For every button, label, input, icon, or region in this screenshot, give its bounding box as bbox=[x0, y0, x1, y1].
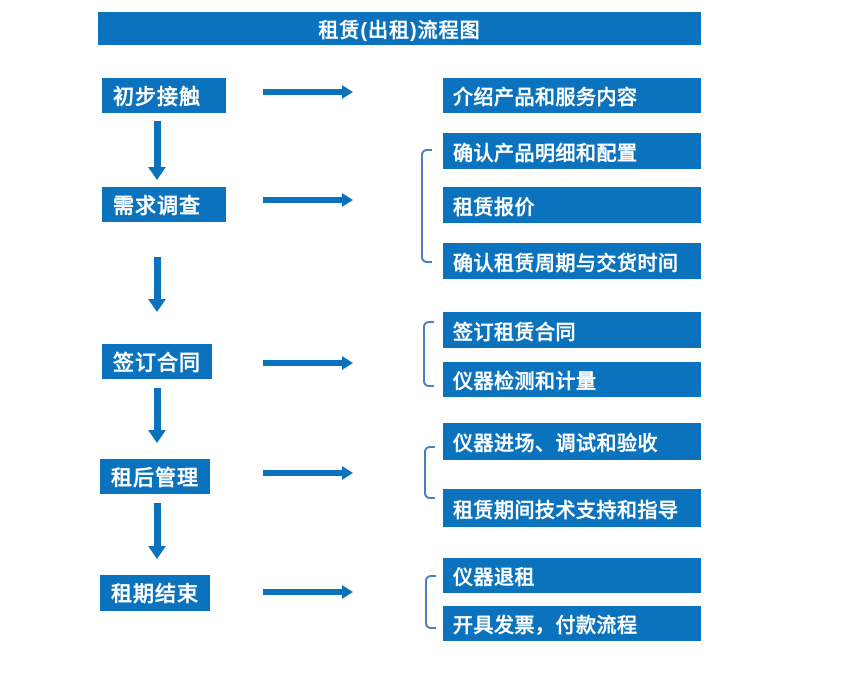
output-box-invoice-payment: 开具发票，付款流程 bbox=[443, 606, 701, 641]
output-box-instrument-setup-acceptance: 仪器进场、调试和验收 bbox=[443, 423, 701, 460]
output-box-rental-tech-support: 租赁期间技术支持和指导 bbox=[443, 489, 701, 527]
stage-box-demand-survey: 需求调查 bbox=[102, 187, 226, 222]
down-arrow bbox=[148, 257, 166, 312]
arrow-head bbox=[148, 299, 166, 312]
stage-box-post-rental-management: 租后管理 bbox=[100, 459, 210, 494]
down-arrow bbox=[148, 121, 166, 180]
output-box-confirm-period-delivery: 确认租赁周期与交货时间 bbox=[443, 243, 701, 279]
arrow-shaft bbox=[153, 503, 161, 546]
arrow-head bbox=[342, 356, 353, 370]
arrow-head bbox=[148, 546, 166, 559]
down-arrow bbox=[148, 503, 166, 559]
arrow-shaft bbox=[263, 470, 342, 476]
arrow-head bbox=[342, 466, 353, 480]
arrow-head bbox=[342, 585, 353, 599]
arrow-shaft bbox=[263, 589, 342, 595]
output-box-introduce-products-services: 介绍产品和服务内容 bbox=[443, 78, 701, 113]
arrow-shaft bbox=[153, 388, 161, 430]
right-arrow bbox=[263, 193, 353, 207]
output-box-instrument-testing-metering: 仪器检测和计量 bbox=[443, 362, 701, 397]
arrow-shaft bbox=[263, 89, 342, 95]
arrow-shaft bbox=[263, 360, 342, 366]
output-box-instrument-return: 仪器退租 bbox=[443, 558, 701, 593]
page-title: 租赁(出租)流程图 bbox=[318, 20, 481, 42]
stage-box-rental-end: 租期结束 bbox=[100, 575, 210, 611]
group-bracket bbox=[421, 149, 432, 263]
arrow-shaft bbox=[153, 121, 161, 167]
right-arrow bbox=[263, 356, 353, 370]
stage-box-initial-contact: 初步接触 bbox=[102, 78, 226, 113]
output-box-rental-quote: 租赁报价 bbox=[443, 187, 701, 223]
group-bracket bbox=[425, 575, 436, 629]
arrow-head bbox=[148, 430, 166, 443]
down-arrow bbox=[148, 388, 166, 443]
group-bracket bbox=[424, 446, 435, 499]
right-arrow bbox=[263, 85, 353, 99]
arrow-shaft bbox=[263, 197, 342, 203]
right-arrow bbox=[263, 466, 353, 480]
output-box-confirm-product-details-config: 确认产品明细和配置 bbox=[443, 133, 701, 169]
arrow-head bbox=[148, 167, 166, 180]
group-bracket bbox=[423, 321, 434, 387]
arrow-head bbox=[342, 193, 353, 207]
arrow-shaft bbox=[153, 257, 161, 299]
stage-box-sign-contract: 签订合同 bbox=[102, 344, 212, 379]
output-box-sign-rental-contract: 签订租赁合同 bbox=[443, 312, 701, 348]
right-arrow bbox=[263, 585, 353, 599]
title-banner: 租赁(出租)流程图 bbox=[98, 12, 701, 45]
arrow-head bbox=[342, 85, 353, 99]
